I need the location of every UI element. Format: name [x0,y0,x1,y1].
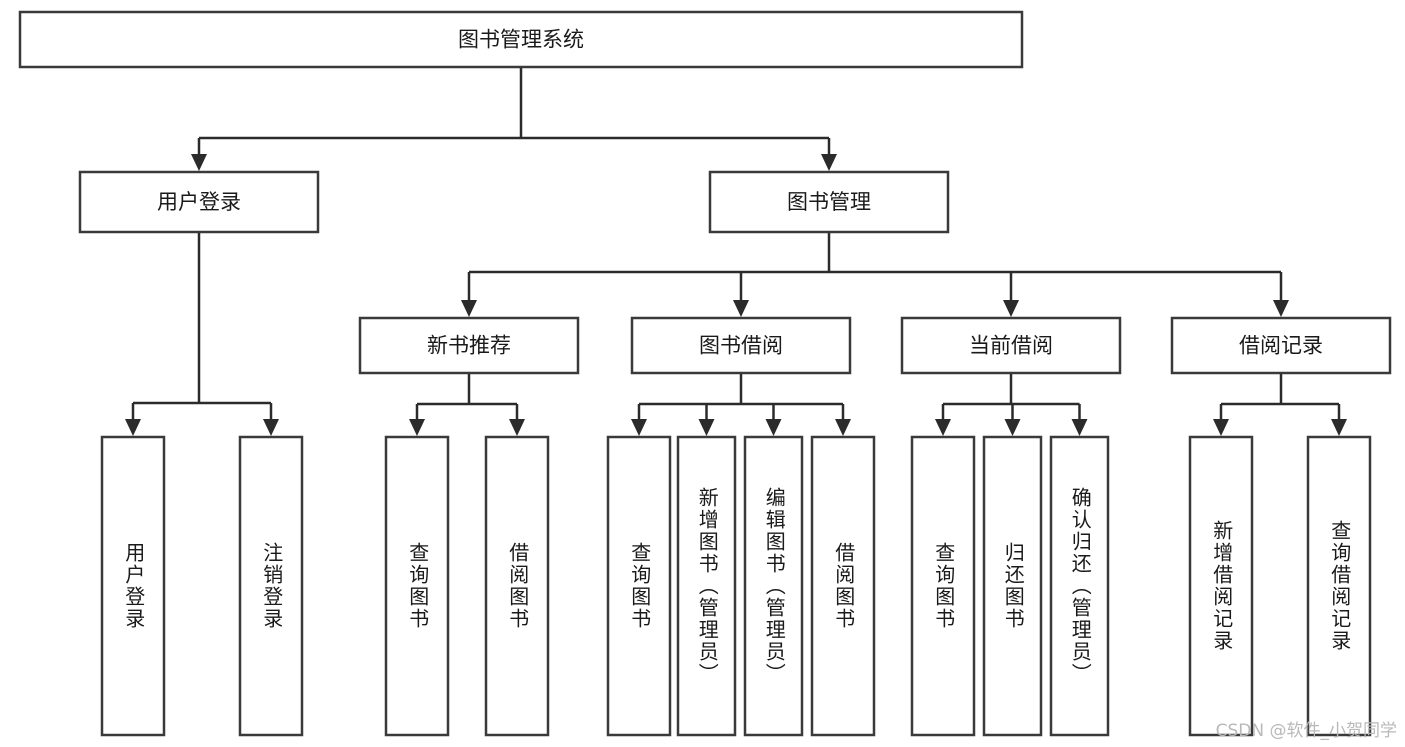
level3-box-新书推荐[interactable] [358,316,580,375]
arrow-head-login-1 [263,419,279,436]
arrow-head-newbook-0 [409,419,425,436]
leaf-box-编辑图书管理员[interactable] [743,435,804,737]
arrow-head-books-3 [1273,300,1289,317]
arrow-head-root-1 [821,154,837,171]
leaf-box-查询图书[interactable] [606,435,672,737]
arrow-head-current-2 [1071,419,1088,436]
arrow-head-newbook-1 [509,419,525,436]
leaf-box-归还图书[interactable] [982,435,1043,737]
arrow-head-records-1 [1331,419,1347,436]
arrow-head-books-2 [1003,300,1019,317]
arrow-head-records-0 [1213,419,1229,436]
arrow-head-current-1 [1004,419,1021,436]
leaf-box-借阅图书[interactable] [484,435,550,737]
arrow-head-borrow-2 [765,419,782,436]
watermark-text: CSDN @软件_小贺同学 [1215,721,1397,741]
leaf-box-新增图书管理员[interactable] [676,435,737,737]
leaf-box-查询图书[interactable] [910,435,976,737]
root-label-图书管理系统: 图书管理系统 [458,28,584,52]
level3-box-借阅记录[interactable] [1170,316,1392,375]
level2-box-用户登录[interactable] [78,170,320,234]
leaf-box-查询图书[interactable] [384,435,450,737]
arrow-head-borrow-3 [835,419,851,436]
level2-box-图书管理[interactable] [708,170,950,234]
level3-label-借阅记录: 借阅记录 [1239,334,1323,358]
level2-label-图书管理: 图书管理 [787,190,871,214]
connectors-layer [125,67,1347,436]
arrow-head-root-0 [191,154,207,171]
arrow-head-books-1 [733,300,749,317]
level3-box-当前借阅[interactable] [900,316,1122,375]
arrow-head-borrow-1 [698,419,715,436]
arrow-head-books-0 [461,300,477,317]
leaf-box-注销登录[interactable] [238,435,304,737]
level3-label-图书借阅: 图书借阅 [699,334,783,358]
leaf-box-查询借阅记录[interactable] [1306,435,1372,737]
leaf-box-确认归还管理员[interactable] [1049,435,1110,737]
level3-label-当前借阅: 当前借阅 [969,334,1053,358]
arrow-head-login-0 [125,419,141,436]
level3-label-新书推荐: 新书推荐 [427,334,511,358]
root-box-图书管理系统[interactable] [18,10,1024,69]
leaf-box-用户登录[interactable] [100,435,166,737]
leaf-box-借阅图书[interactable] [810,435,876,737]
level3-box-图书借阅[interactable] [630,316,852,375]
leaf-box-新增借阅记录[interactable] [1188,435,1254,737]
arrow-head-borrow-0 [631,419,647,436]
level2-label-用户登录: 用户登录 [157,190,241,214]
arrow-head-current-0 [935,419,951,436]
